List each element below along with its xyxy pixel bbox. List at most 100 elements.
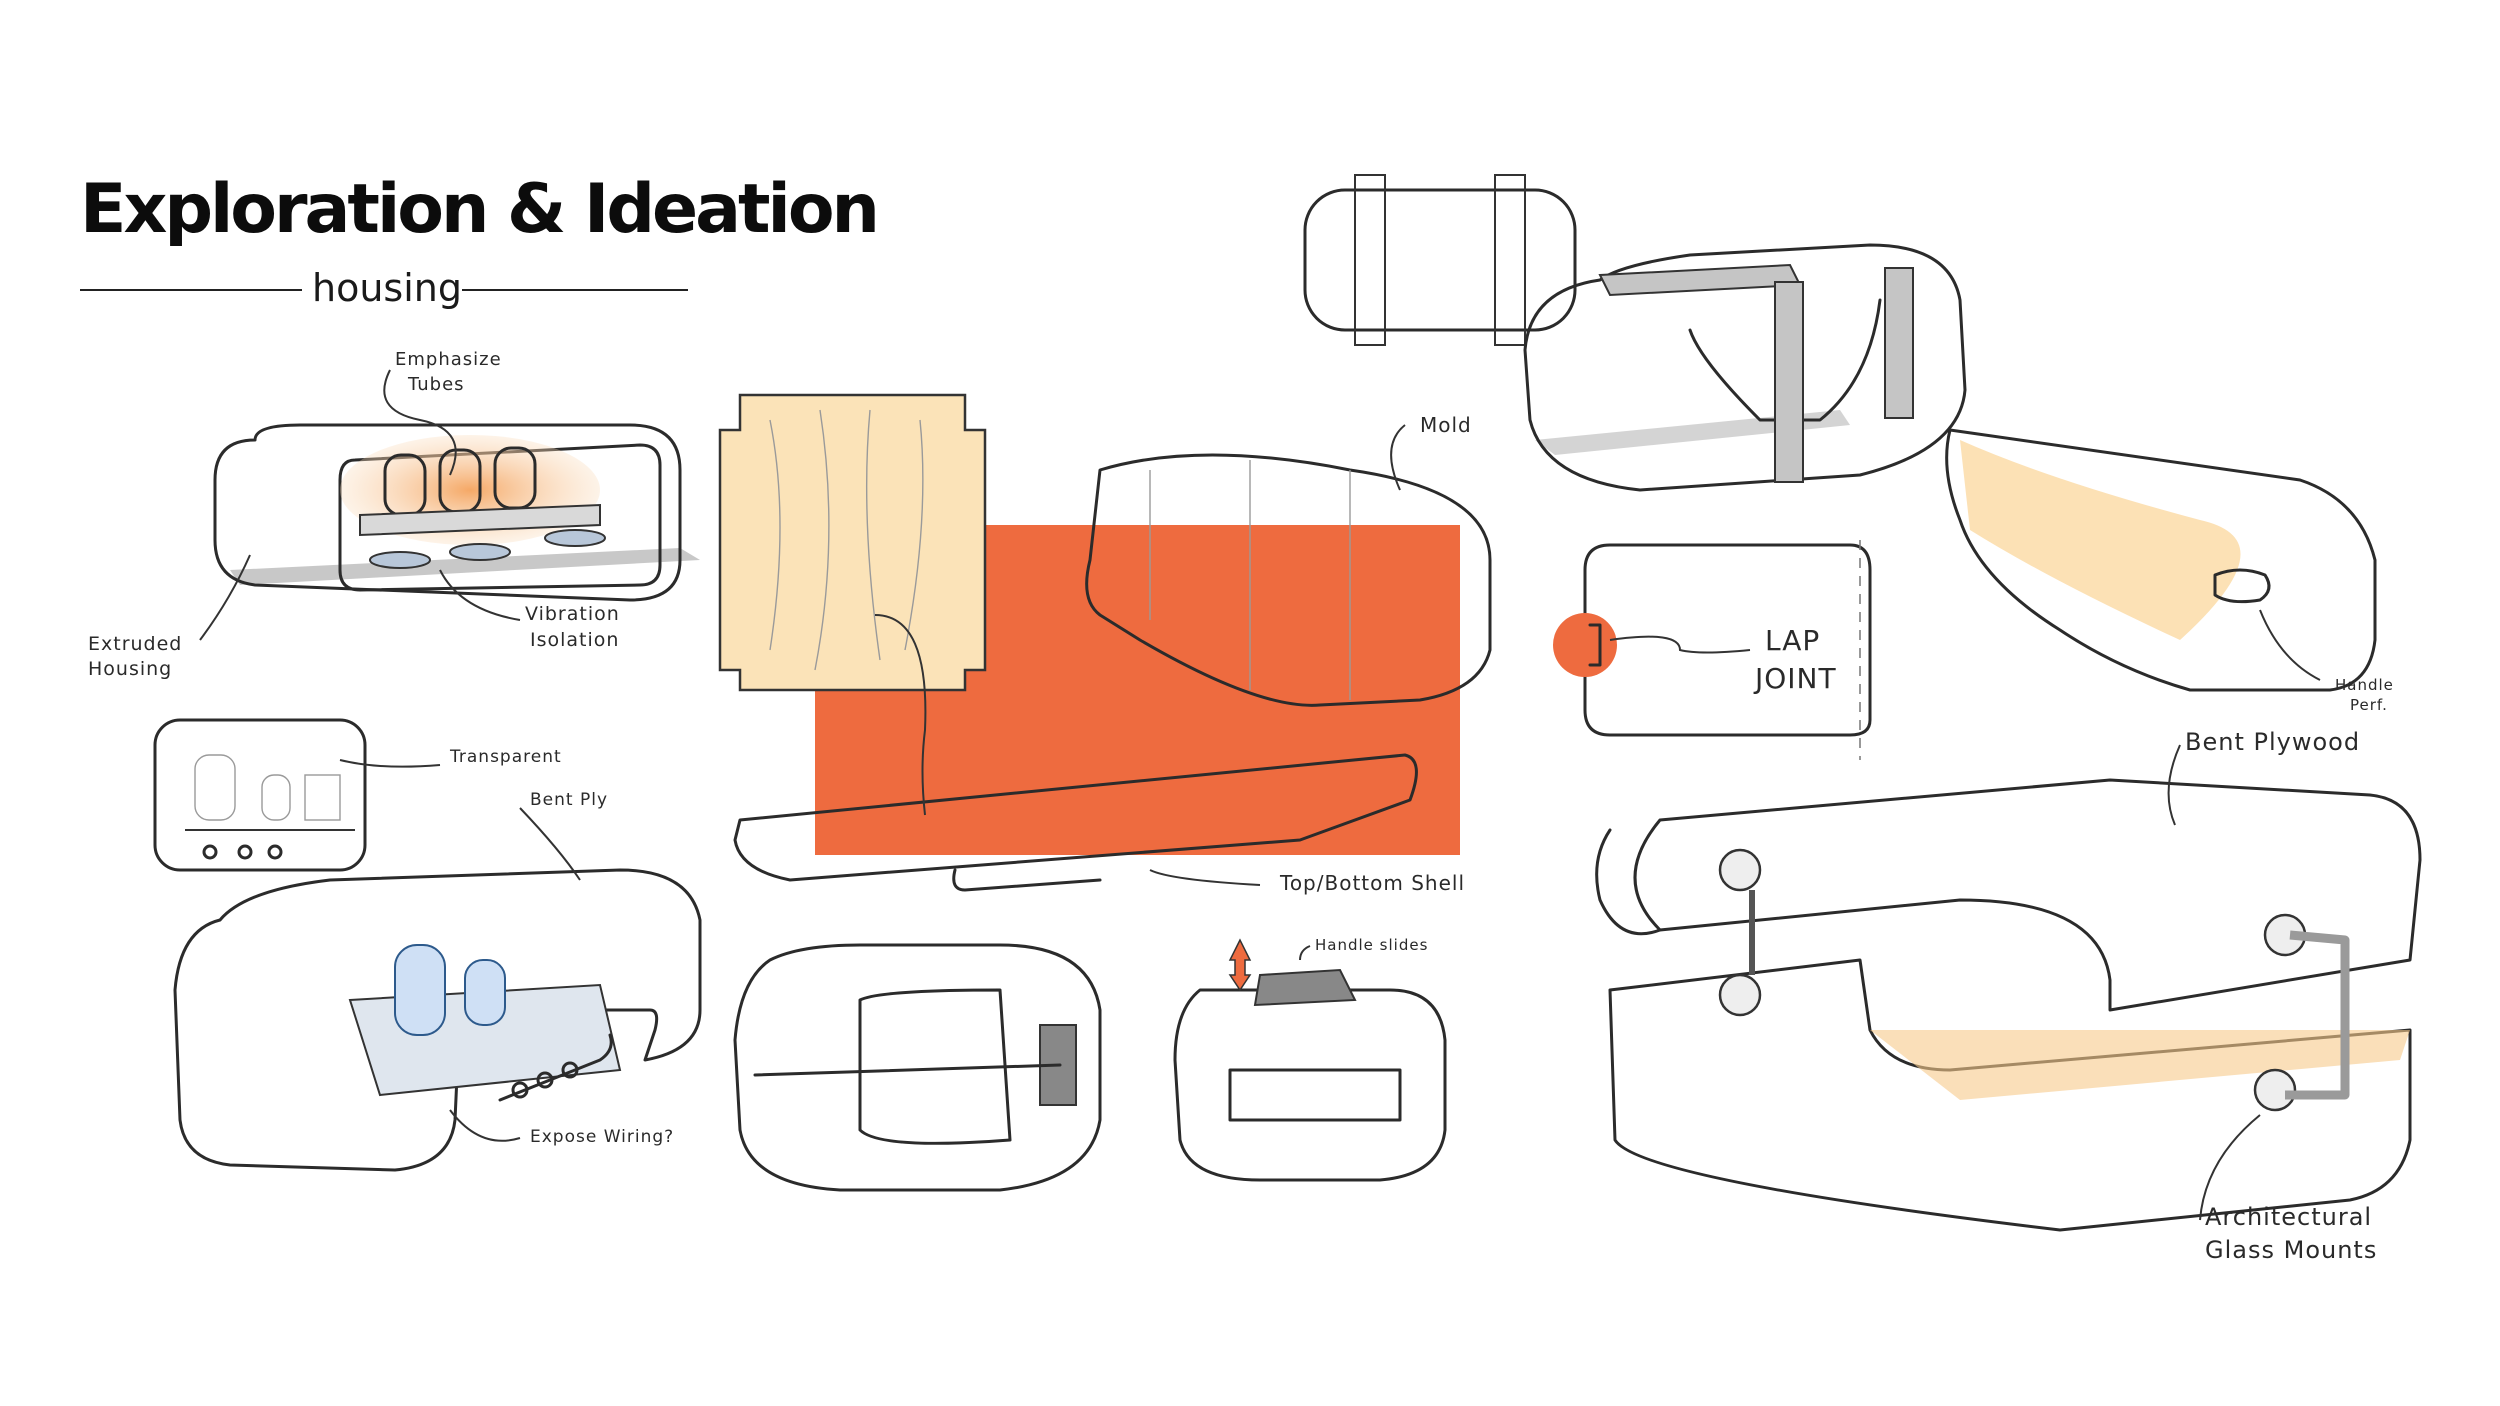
bent-ply-knob-3 bbox=[561, 1061, 579, 1079]
extruded-housing-sketch bbox=[199, 369, 700, 641]
bent-ply-leader bbox=[519, 807, 581, 881]
transparent-label: Transparent bbox=[449, 747, 562, 767]
handle-perf-sketch bbox=[1945, 428, 2377, 692]
strap-outline-2 bbox=[1494, 174, 1526, 346]
housing-label: Housing bbox=[88, 658, 172, 680]
expose-wiring-label: Expose Wiring? bbox=[530, 1127, 674, 1147]
handle-perf-cutout bbox=[2213, 568, 2271, 604]
handle-slides-label: Handle slides bbox=[1315, 936, 1428, 954]
knob-3 bbox=[267, 844, 283, 860]
knob-1 bbox=[202, 844, 218, 860]
strap-1 bbox=[1774, 281, 1804, 483]
extruded-label: Extruded bbox=[88, 633, 182, 655]
shell-edge bbox=[952, 868, 1102, 892]
transparent-block bbox=[304, 774, 341, 821]
handle-perf-glow bbox=[1960, 440, 2241, 640]
bent-ply-shell bbox=[173, 868, 702, 1172]
blank-leader bbox=[874, 614, 927, 816]
strapped-opening bbox=[1688, 298, 1882, 422]
transparent-box-sketch bbox=[153, 718, 441, 872]
isolation-label: Isolation bbox=[530, 629, 619, 651]
outline-housing-body bbox=[733, 943, 1102, 1192]
perf-label: Perf. bbox=[2350, 696, 2388, 714]
emphasize-label: Emphasize bbox=[395, 349, 502, 370]
strapped-housing-sketch bbox=[1303, 174, 1967, 492]
handle-housing-body bbox=[1173, 988, 1447, 1182]
mold-leader bbox=[1390, 424, 1406, 491]
subtitle-row: housing bbox=[80, 262, 688, 312]
knob-2 bbox=[237, 844, 253, 860]
housing-opening bbox=[338, 443, 662, 592]
joint-label: JOINT bbox=[1753, 662, 1837, 695]
lap-joint-sketch bbox=[1553, 540, 1872, 760]
outline-housing-sketch bbox=[733, 943, 1102, 1192]
bent-ply-front-plate bbox=[498, 1033, 613, 1102]
bent-plywood-leader bbox=[2167, 744, 2181, 826]
shell-leader bbox=[1149, 869, 1261, 886]
isolation-foot-1 bbox=[369, 551, 431, 569]
handle-housing-shelf bbox=[1228, 1068, 1402, 1122]
strapped-wood-body bbox=[1523, 243, 1967, 492]
isolation-foot-3 bbox=[544, 529, 606, 547]
transparent-tube-2 bbox=[261, 774, 291, 821]
outline-housing-opening bbox=[858, 988, 1012, 1145]
glass-mount-4 bbox=[2253, 1068, 2297, 1112]
handle-slides-leader bbox=[1299, 945, 1311, 961]
strap-outline-1 bbox=[1354, 174, 1386, 346]
slide-arrow-icon bbox=[1228, 938, 1252, 992]
plywood-bottom-shell bbox=[1608, 958, 2412, 1232]
bent-ply-label: Bent Ply bbox=[530, 790, 608, 810]
lap-joint-outline bbox=[1583, 543, 1872, 737]
transparent-box bbox=[153, 718, 367, 872]
bent-ply-knob-2 bbox=[536, 1071, 554, 1089]
glass-mounts-label: Glass Mounts bbox=[2205, 1236, 2377, 1264]
subtitle-rule-right bbox=[462, 289, 688, 291]
slide-handle bbox=[1253, 968, 1357, 1007]
glass-mounts-leader bbox=[2199, 1114, 2261, 1221]
expose-wiring-leader bbox=[449, 1109, 521, 1142]
bent-ply-knob-1 bbox=[511, 1081, 529, 1099]
lap-joint-highlight bbox=[1553, 613, 1617, 677]
bent-ply-sketch bbox=[173, 807, 702, 1172]
shell-plank bbox=[733, 753, 1418, 882]
bent-plywood-sketch bbox=[1595, 744, 2422, 1232]
isolation-foot-2 bbox=[449, 543, 511, 561]
mold-block bbox=[1085, 453, 1492, 707]
glass-mount-1 bbox=[1718, 848, 1762, 892]
plywood-top-shell bbox=[1633, 778, 2422, 1012]
strap-top-1 bbox=[1598, 263, 1802, 297]
mold-construction-lines bbox=[1149, 460, 1351, 700]
emphasize-leader bbox=[383, 369, 457, 476]
bent-ply-tube-2 bbox=[464, 959, 506, 1026]
flat-plywood-blank bbox=[718, 393, 987, 692]
handle-slides-sketch bbox=[1173, 938, 1447, 1182]
bent-plywood-label: Bent Plywood bbox=[2185, 728, 2360, 756]
tubes-label: Tubes bbox=[407, 374, 465, 395]
mold-composition bbox=[718, 393, 1492, 892]
lap-label: LAP bbox=[1765, 624, 1820, 657]
top-bottom-shell-label: Top/Bottom Shell bbox=[1279, 871, 1465, 895]
mold-label: Mold bbox=[1420, 413, 1472, 437]
bent-ply-tube-1 bbox=[394, 944, 446, 1036]
vibration-leader bbox=[439, 569, 521, 621]
page-title: Exploration & Ideation bbox=[80, 170, 880, 249]
vibration-label: Vibration bbox=[525, 603, 620, 625]
housing-body bbox=[213, 423, 682, 602]
lap-joint-detail bbox=[1588, 623, 1602, 667]
transparent-tube-1 bbox=[194, 754, 236, 821]
extruded-leader bbox=[199, 554, 251, 641]
strapped-outline bbox=[1303, 188, 1577, 332]
lap-joint-leader bbox=[1609, 635, 1751, 654]
outline-housing-shelf bbox=[753, 1063, 1062, 1077]
page-subtitle: housing bbox=[312, 266, 462, 310]
handle-perf-body bbox=[1945, 428, 2377, 692]
plywood-bottom-inner bbox=[1870, 1030, 2410, 1100]
transparent-leader bbox=[339, 759, 441, 768]
housing-shadow bbox=[230, 548, 700, 585]
wood-grain bbox=[769, 409, 924, 671]
handle-perf-leader bbox=[2259, 609, 2321, 681]
strap-2 bbox=[1884, 267, 1914, 419]
plywood-top-curl bbox=[1595, 828, 1662, 936]
